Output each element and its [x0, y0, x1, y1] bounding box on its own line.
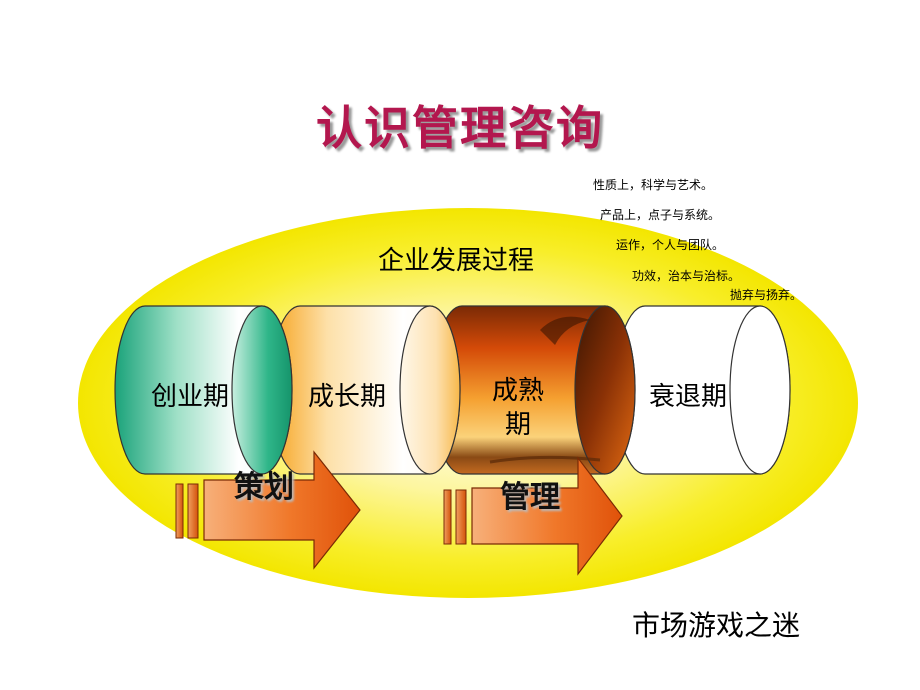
note-operation: 运作，个人与团队。 — [616, 238, 725, 252]
stage-cylinder-decline — [614, 305, 791, 475]
note-abandon: 抛弃与扬弃。 — [730, 288, 803, 302]
stage-label-startup: 创业期 — [150, 382, 229, 412]
stage-cylinder-growth — [269, 305, 461, 475]
arrow-label-management: 管理 — [500, 480, 560, 515]
stage-label-growth: 成长期 — [307, 382, 386, 412]
arrow-planning — [175, 450, 361, 570]
diagram-subtitle: 企业发展过程 — [378, 246, 535, 276]
note-nature: 性质上，科学与艺术。 — [593, 178, 714, 192]
note-effect: 功效，治本与治标。 — [632, 269, 741, 283]
slide-title: 认识管理咨询 — [316, 101, 604, 155]
stage-label-maturity: 成熟 期 — [491, 376, 544, 440]
stage-cylinder-startup — [114, 305, 293, 475]
footer-caption: 市场游戏之迷 — [632, 609, 801, 642]
stage-cylinder-maturity — [431, 305, 636, 475]
arrow-management — [443, 456, 623, 576]
stage-label-decline: 衰退期 — [648, 382, 727, 412]
arrow-label-planning: 策划 — [234, 470, 294, 505]
note-product: 产品上，点子与系统。 — [600, 208, 721, 222]
